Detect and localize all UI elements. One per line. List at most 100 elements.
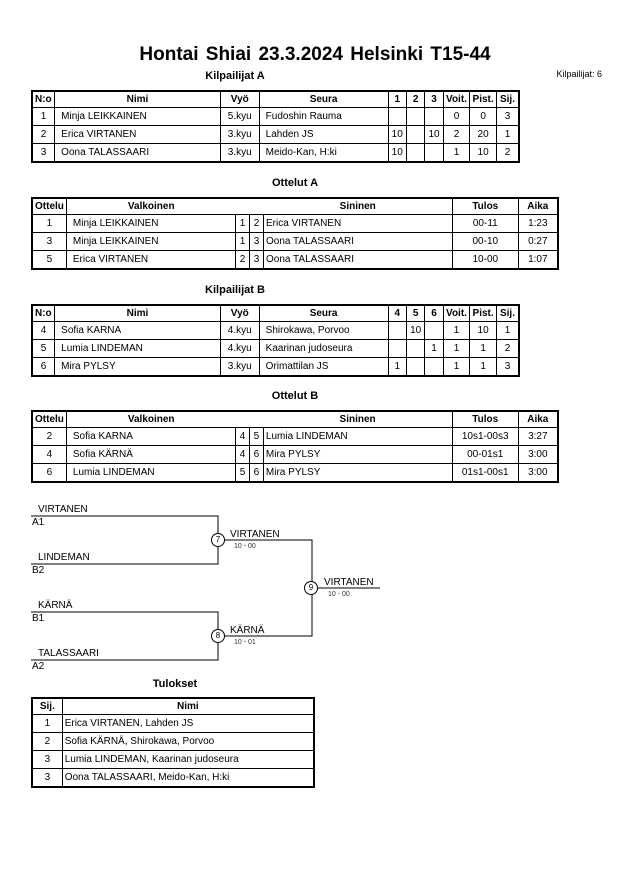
cell: Oona TALASSAARI — [54, 143, 221, 163]
cell: Oona TALASSAARI — [263, 232, 453, 251]
cell: Lumia LINDEMAN — [65, 463, 237, 483]
cell: 2 — [235, 250, 251, 270]
cell: Minja LEIKKAINEN — [65, 232, 237, 251]
cell: 10-00 — [451, 250, 519, 270]
results-header-row: Sij. Nimi — [31, 697, 315, 715]
pool-a-title: Kilpailijat A — [205, 70, 265, 82]
cell: 10 — [424, 125, 444, 144]
cell: 00-01s1 — [451, 445, 519, 464]
results-title: Tulokset — [152, 678, 198, 690]
matches-b-header-row: Ottelu Valkoinen Sininen Tulos Aika — [31, 410, 559, 428]
match-number-badge: 9 — [304, 581, 318, 595]
cell: 10 — [469, 143, 497, 163]
col-header: Nimi — [61, 697, 315, 715]
semi-winner-name: KÄRNÄ — [230, 625, 265, 636]
competitor-count: Kilpailijat: 6 — [556, 69, 602, 79]
page-title: Hontai Shiai 23.3.2024 Helsinki T15-44 — [139, 44, 491, 65]
cell: 3 — [249, 232, 264, 251]
cell: 00-10 — [451, 232, 519, 251]
cell — [424, 143, 444, 163]
cell: 20 — [469, 125, 497, 144]
bracket-entrant-seed: A1 — [32, 517, 45, 528]
bracket-entrant-seed: A2 — [32, 661, 45, 672]
pool-b-header-row: N:o Nimi Vyö Seura 4 5 6 Voit. Pist. Sij… — [31, 304, 520, 322]
cell: Mira PYLSY — [54, 357, 221, 377]
bracket-line-final-left — [218, 539, 313, 637]
cell: Meido-Kan, H:ki — [258, 143, 389, 163]
cell: 3:00 — [517, 463, 559, 483]
cell: 1 — [469, 357, 497, 377]
cell: 3 — [31, 750, 63, 769]
cell: Lumia LINDEMAN — [54, 339, 221, 358]
cell: 2 — [495, 143, 520, 163]
cell: 6 — [31, 463, 67, 483]
bracket-entrant-name: VIRTANEN — [38, 504, 88, 515]
pool-b-table: N:o Nimi Vyö Seura 4 5 6 Voit. Pist. Sij… — [31, 304, 520, 377]
cell: Oona TALASSAARI — [263, 250, 453, 270]
final-winner-name: VIRTANEN — [324, 577, 374, 588]
cell: Oona TALASSAARI, Meido-Kan, H:ki — [61, 768, 315, 788]
final-score: 10 - 00 — [328, 591, 350, 598]
semi-score: 10 - 00 — [234, 543, 256, 550]
cell: 1 — [495, 321, 520, 340]
semi-winner-name: VIRTANEN — [230, 529, 280, 540]
cell: 1 — [387, 357, 407, 377]
cell: 1 — [469, 339, 497, 358]
cell: Lahden JS — [258, 125, 389, 144]
cell: 3 — [31, 768, 63, 788]
cell: Orimattilan JS — [258, 357, 389, 377]
col-header: Sij. — [31, 697, 63, 715]
cell: 1:07 — [517, 250, 559, 270]
matches-b-title: Ottelut B — [271, 390, 319, 402]
cell: 1 — [31, 714, 63, 733]
matches-a-title: Ottelut A — [271, 177, 319, 189]
cell: Sofia KÄRNÄ, Shirokawa, Porvoo — [61, 732, 315, 751]
cell: 4 — [31, 445, 67, 464]
match-number-badge: 8 — [211, 629, 225, 643]
bracket-entrant-seed: B1 — [32, 613, 45, 624]
cell — [424, 357, 444, 377]
bracket-entrant-seed: B2 — [32, 565, 45, 576]
bracket-entrant-name: LINDEMAN — [38, 552, 90, 563]
col-header: 3 — [424, 90, 444, 108]
cell: 3 — [31, 232, 67, 251]
cell: 0:27 — [517, 232, 559, 251]
cell: Erica VIRTANEN — [54, 125, 221, 144]
match-number-badge: 7 — [211, 533, 225, 547]
cell: Erica VIRTANEN, Lahden JS — [61, 714, 315, 733]
semi-score: 10 - 01 — [234, 639, 256, 646]
pool-b-title: Kilpailijat B — [205, 284, 265, 296]
cell: Sofia KÄRNÄ — [65, 445, 237, 464]
cell: 2 — [495, 339, 520, 358]
pool-a-table: N:o Nimi Vyö Seura 1 2 3 Voit. Pist. Sij… — [31, 90, 520, 163]
bracket-entrant-name: TALASSAARI — [38, 648, 99, 659]
bracket-entrant-name: KÄRNÄ — [38, 600, 73, 611]
cell: 1 — [495, 125, 520, 144]
cell: 2 — [31, 732, 63, 751]
cell: 1 — [424, 339, 444, 358]
cell: Lumia LINDEMAN, Kaarinan judoseura — [61, 750, 315, 769]
cell: 3:00 — [517, 445, 559, 464]
cell: Mira PYLSY — [262, 445, 453, 464]
cell: 3 — [495, 357, 520, 377]
cell: Mira PYLSY — [262, 463, 453, 483]
cell: 5 — [31, 250, 67, 270]
cell: 01s1-00s1 — [451, 463, 519, 483]
